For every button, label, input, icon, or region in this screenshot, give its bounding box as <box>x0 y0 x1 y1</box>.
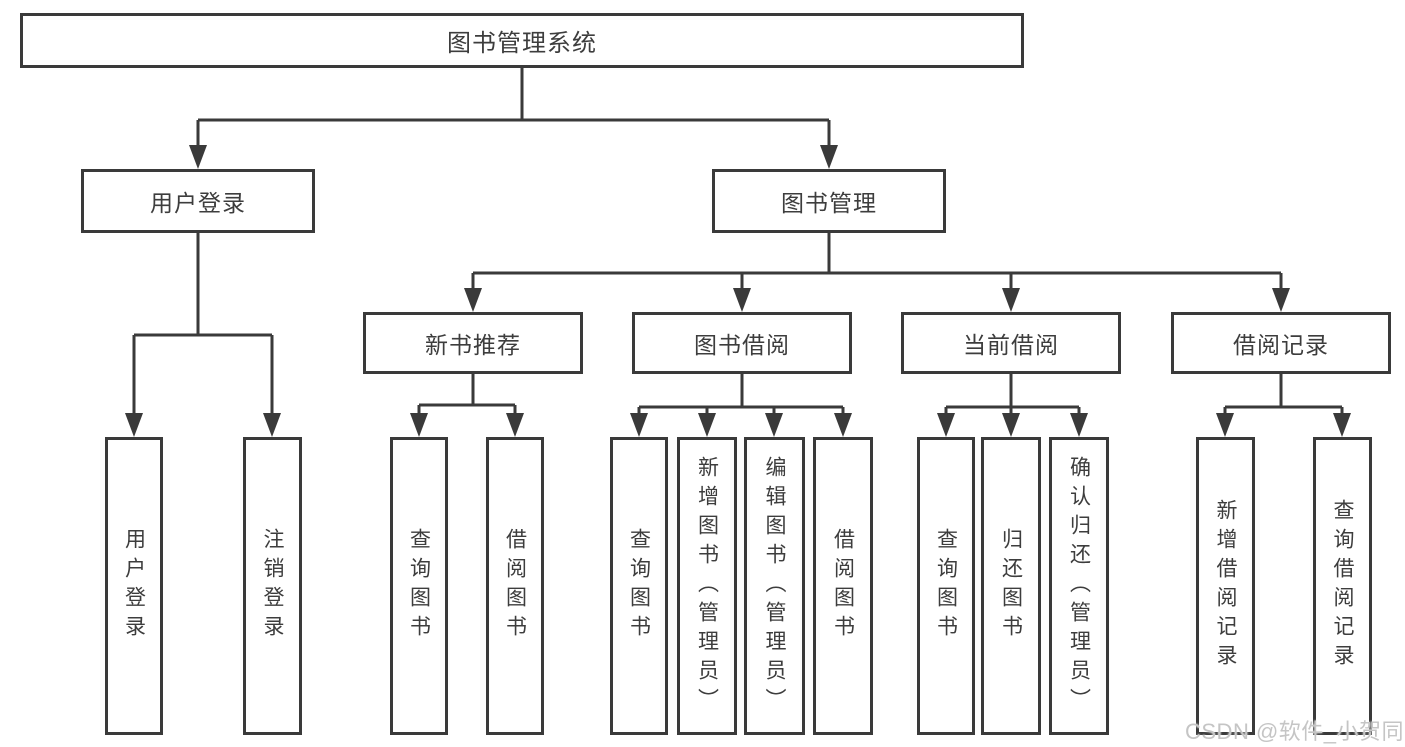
leaf-newrec-query-book-label: 查询图书 <box>407 528 431 644</box>
leaf-record-add-record-label: 新增借阅记录 <box>1214 499 1237 673</box>
node-user-login: 用户登录 <box>81 169 315 233</box>
leaf-newrec-query-book: 查询图书 <box>390 437 448 735</box>
node-borrow-record: 借阅记录 <box>1171 312 1391 374</box>
leaf-borrow-add-book-admin: 新增图书（管理员） <box>677 437 737 735</box>
leaf-current-return-book: 归还图书 <box>981 437 1041 735</box>
node-book-management: 图书管理 <box>712 169 946 233</box>
leaf-newrec-borrow-book-label: 借阅图书 <box>503 528 527 644</box>
node-new-book-recommend: 新书推荐 <box>363 312 583 374</box>
leaf-current-return-book-label: 归还图书 <box>999 528 1023 644</box>
connector-currentborrow-to-leaves <box>937 374 1088 437</box>
node-root: 图书管理系统 <box>20 13 1024 68</box>
leaf-current-confirm-return-admin: 确认归还（管理员） <box>1049 437 1109 735</box>
leaf-logout-label: 注销登录 <box>261 528 284 644</box>
node-current-borrow-label: 当前借阅 <box>963 332 1059 358</box>
leaf-borrow-add-book-admin-label: 新增图书（管理员） <box>695 455 719 717</box>
node-current-borrow: 当前借阅 <box>901 312 1121 374</box>
connector-root-to-level2 <box>189 68 838 169</box>
leaf-logout: 注销登录 <box>243 437 302 735</box>
leaf-record-query-record: 查询借阅记录 <box>1313 437 1372 735</box>
csdn-watermark: CSDN @软件_小贺同学 <box>1185 719 1405 744</box>
node-user-login-label: 用户登录 <box>150 190 246 216</box>
node-root-label: 图书管理系统 <box>447 30 597 57</box>
leaf-borrow-edit-book-admin: 编辑图书（管理员） <box>744 437 805 735</box>
leaf-borrow-borrow-book: 借阅图书 <box>813 437 873 735</box>
leaf-borrow-query-book-label: 查询图书 <box>627 528 651 644</box>
connector-borrowrecord-to-leaves <box>1216 374 1351 437</box>
connector-userlogin-to-leaves <box>125 233 281 437</box>
leaf-record-add-record: 新增借阅记录 <box>1196 437 1255 735</box>
node-borrow-record-label: 借阅记录 <box>1233 332 1329 358</box>
node-book-borrow: 图书借阅 <box>632 312 852 374</box>
leaf-user-login: 用户登录 <box>105 437 163 735</box>
node-book-management-label: 图书管理 <box>781 190 877 216</box>
leaf-borrow-edit-book-admin-label: 编辑图书（管理员） <box>763 455 786 717</box>
node-new-book-recommend-label: 新书推荐 <box>425 332 521 358</box>
leaf-current-query-book-label: 查询图书 <box>934 528 958 644</box>
node-book-borrow-label: 图书借阅 <box>694 332 790 358</box>
connector-newbookrec-to-leaves <box>410 374 524 437</box>
leaf-borrow-query-book: 查询图书 <box>610 437 668 735</box>
leaf-user-login-label: 用户登录 <box>122 528 146 644</box>
leaf-borrow-borrow-book-label: 借阅图书 <box>831 528 855 644</box>
connector-bookborrow-to-leaves <box>630 374 852 437</box>
leaf-newrec-borrow-book: 借阅图书 <box>486 437 544 735</box>
leaf-current-query-book: 查询图书 <box>917 437 975 735</box>
connector-bookmgmt-to-level3 <box>464 233 1290 312</box>
leaf-current-confirm-return-admin-label: 确认归还（管理员） <box>1067 455 1091 717</box>
leaf-record-query-record-label: 查询借阅记录 <box>1331 499 1354 673</box>
